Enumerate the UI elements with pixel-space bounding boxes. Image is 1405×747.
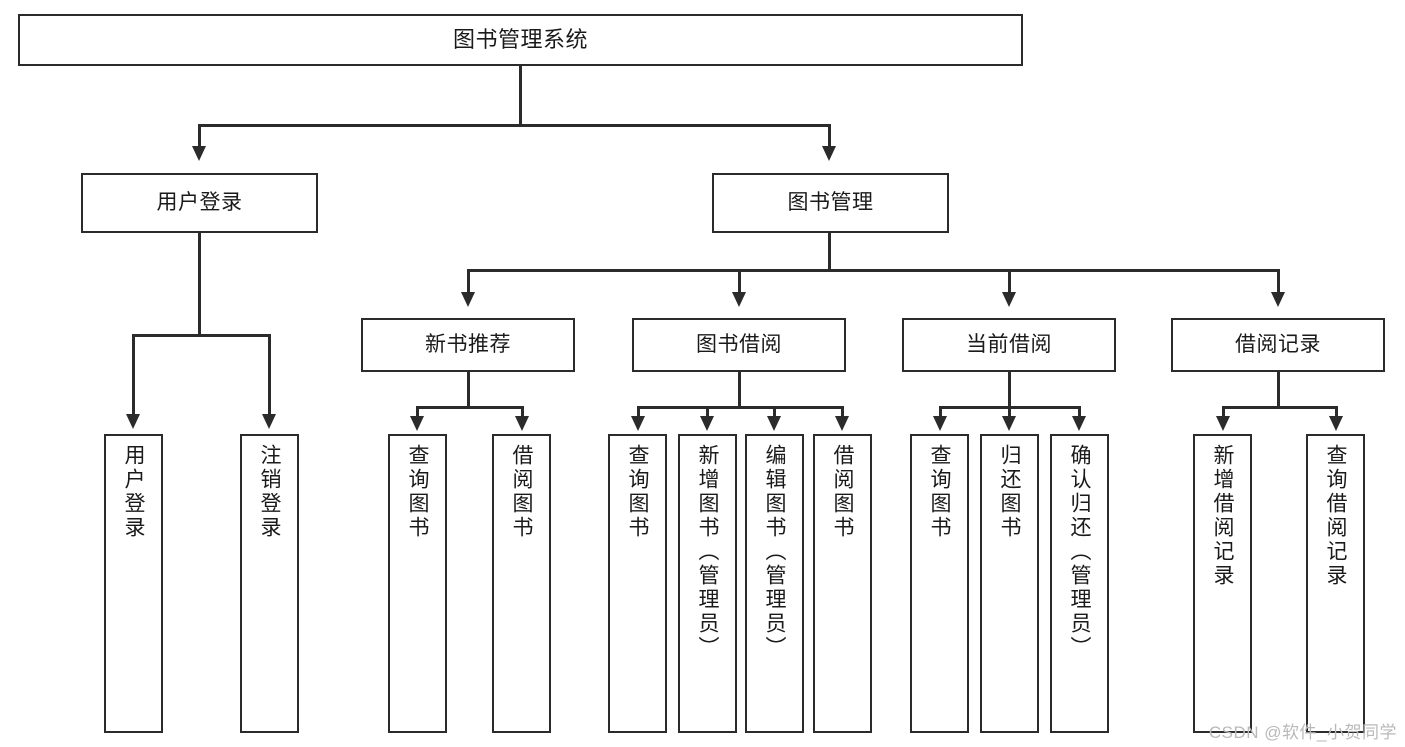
node-user-login[interactable]: 用户登录 — [81, 173, 318, 233]
connector-drop-bb-leaf-4 — [841, 406, 844, 420]
leaf-logout[interactable]: 注销登录 — [240, 434, 299, 733]
connector-book-borrow-bus — [637, 406, 843, 409]
connector-drop-borrow-record — [1277, 269, 1280, 299]
arrowhead-br-leaf-2 — [1329, 416, 1343, 431]
connector-drop-br-leaf-1 — [1222, 406, 1225, 420]
arrowhead-new-book — [461, 292, 475, 307]
arrowhead-cb-leaf-1 — [933, 416, 947, 431]
node-label: 查询借阅记录 — [1324, 444, 1347, 588]
arrowhead-br-leaf-1 — [1216, 416, 1230, 431]
connector-drop-br-leaf-2 — [1335, 406, 1338, 420]
connector-drop-book-manage — [828, 124, 831, 152]
connector-drop-leaf-logout — [268, 334, 271, 418]
connector-drop-cb-leaf-1 — [939, 406, 942, 420]
arrowhead-book-manage — [822, 146, 836, 161]
node-label: 新书推荐 — [425, 332, 511, 356]
connector-drop-bb-leaf-2 — [706, 406, 709, 420]
leaf-user-login[interactable]: 用户登录 — [104, 434, 163, 733]
arrowhead-cb-leaf-2 — [1002, 416, 1016, 431]
arrowhead-leaf-user-login — [126, 414, 140, 429]
leaf-bb-add-book-admin[interactable]: 新增图书（管理员） — [678, 434, 737, 733]
arrowhead-bb-leaf-3 — [767, 416, 781, 431]
arrowhead-nb-leaf-2 — [515, 416, 529, 431]
node-label: 查询图书 — [406, 444, 429, 540]
arrowhead-borrow-record — [1271, 292, 1285, 307]
node-label: 借阅记录 — [1235, 332, 1321, 356]
node-label: 注销登录 — [258, 444, 281, 540]
connector-new-book-bus — [416, 406, 523, 409]
node-label: 新增图书（管理员） — [696, 444, 719, 660]
connector-borrow-record-stem — [1277, 372, 1280, 408]
node-label: 用户登录 — [122, 444, 145, 540]
leaf-br-add-record[interactable]: 新增借阅记录 — [1193, 434, 1252, 733]
leaf-bb-borrow-book[interactable]: 借阅图书 — [813, 434, 872, 733]
leaf-br-query-record[interactable]: 查询借阅记录 — [1306, 434, 1365, 733]
connector-level3-bus — [467, 269, 1279, 272]
node-current-borrow[interactable]: 当前借阅 — [902, 318, 1116, 372]
connector-borrow-record-bus — [1222, 406, 1337, 409]
node-label: 当前借阅 — [966, 332, 1052, 356]
node-book-borrow[interactable]: 图书借阅 — [632, 318, 846, 372]
node-label: 图书管理系统 — [452, 26, 588, 52]
connector-book-manage-stem — [828, 233, 831, 271]
connector-user-login-stem — [198, 233, 201, 335]
connector-drop-bb-leaf-1 — [637, 406, 640, 420]
connector-drop-current-borrow — [1008, 269, 1011, 299]
leaf-nb-query-book[interactable]: 查询图书 — [388, 434, 447, 733]
node-book-management[interactable]: 图书管理 — [712, 173, 949, 233]
connector-drop-leaf-user-login — [132, 334, 135, 418]
connector-user-login-bus — [132, 334, 270, 337]
leaf-cb-confirm-return-admin[interactable]: 确认归还（管理员） — [1050, 434, 1109, 733]
arrowhead-nb-leaf-1 — [410, 416, 424, 431]
leaf-cb-return-book[interactable]: 归还图书 — [980, 434, 1039, 733]
connector-book-borrow-stem — [738, 372, 741, 408]
connector-drop-cb-leaf-3 — [1078, 406, 1081, 420]
arrowhead-bb-leaf-1 — [631, 416, 645, 431]
node-label: 查询图书 — [928, 444, 951, 540]
connector-drop-nb-leaf-1 — [416, 406, 419, 420]
connector-drop-book-borrow — [738, 269, 741, 299]
node-label: 编辑图书（管理员） — [763, 444, 786, 660]
arrowhead-leaf-logout — [262, 414, 276, 429]
arrowhead-bb-leaf-4 — [835, 416, 849, 431]
node-new-book-recommend[interactable]: 新书推荐 — [361, 318, 575, 372]
connector-drop-nb-leaf-2 — [521, 406, 524, 420]
arrowhead-cb-leaf-3 — [1072, 416, 1086, 431]
node-label: 新增借阅记录 — [1211, 444, 1234, 588]
node-label: 用户登录 — [156, 190, 243, 214]
connector-root-stem — [519, 66, 522, 125]
node-label: 图书借阅 — [696, 332, 782, 356]
node-label: 查询图书 — [626, 444, 649, 540]
node-label: 图书管理 — [787, 190, 874, 214]
node-root-system[interactable]: 图书管理系统 — [18, 14, 1023, 66]
node-label: 借阅图书 — [831, 444, 854, 540]
leaf-bb-edit-book-admin[interactable]: 编辑图书（管理员） — [745, 434, 804, 733]
node-label: 归还图书 — [998, 444, 1021, 540]
arrowhead-book-borrow — [732, 292, 746, 307]
node-label: 确认归还（管理员） — [1068, 444, 1091, 660]
arrowhead-user-login — [192, 146, 206, 161]
connector-new-book-stem — [467, 372, 470, 408]
connector-drop-user-login — [198, 124, 201, 152]
connector-drop-bb-leaf-3 — [773, 406, 776, 420]
node-label: 借阅图书 — [510, 444, 533, 540]
connector-drop-cb-leaf-2 — [1008, 406, 1011, 420]
node-borrow-record[interactable]: 借阅记录 — [1171, 318, 1385, 372]
arrowhead-current-borrow — [1002, 292, 1016, 307]
connector-level2-bus — [198, 124, 830, 127]
leaf-bb-query-book[interactable]: 查询图书 — [608, 434, 667, 733]
connector-drop-new-book — [467, 269, 470, 299]
arrowhead-bb-leaf-2 — [700, 416, 714, 431]
leaf-cb-query-book[interactable]: 查询图书 — [910, 434, 969, 733]
connector-current-borrow-stem — [1008, 372, 1011, 408]
leaf-nb-borrow-book[interactable]: 借阅图书 — [492, 434, 551, 733]
